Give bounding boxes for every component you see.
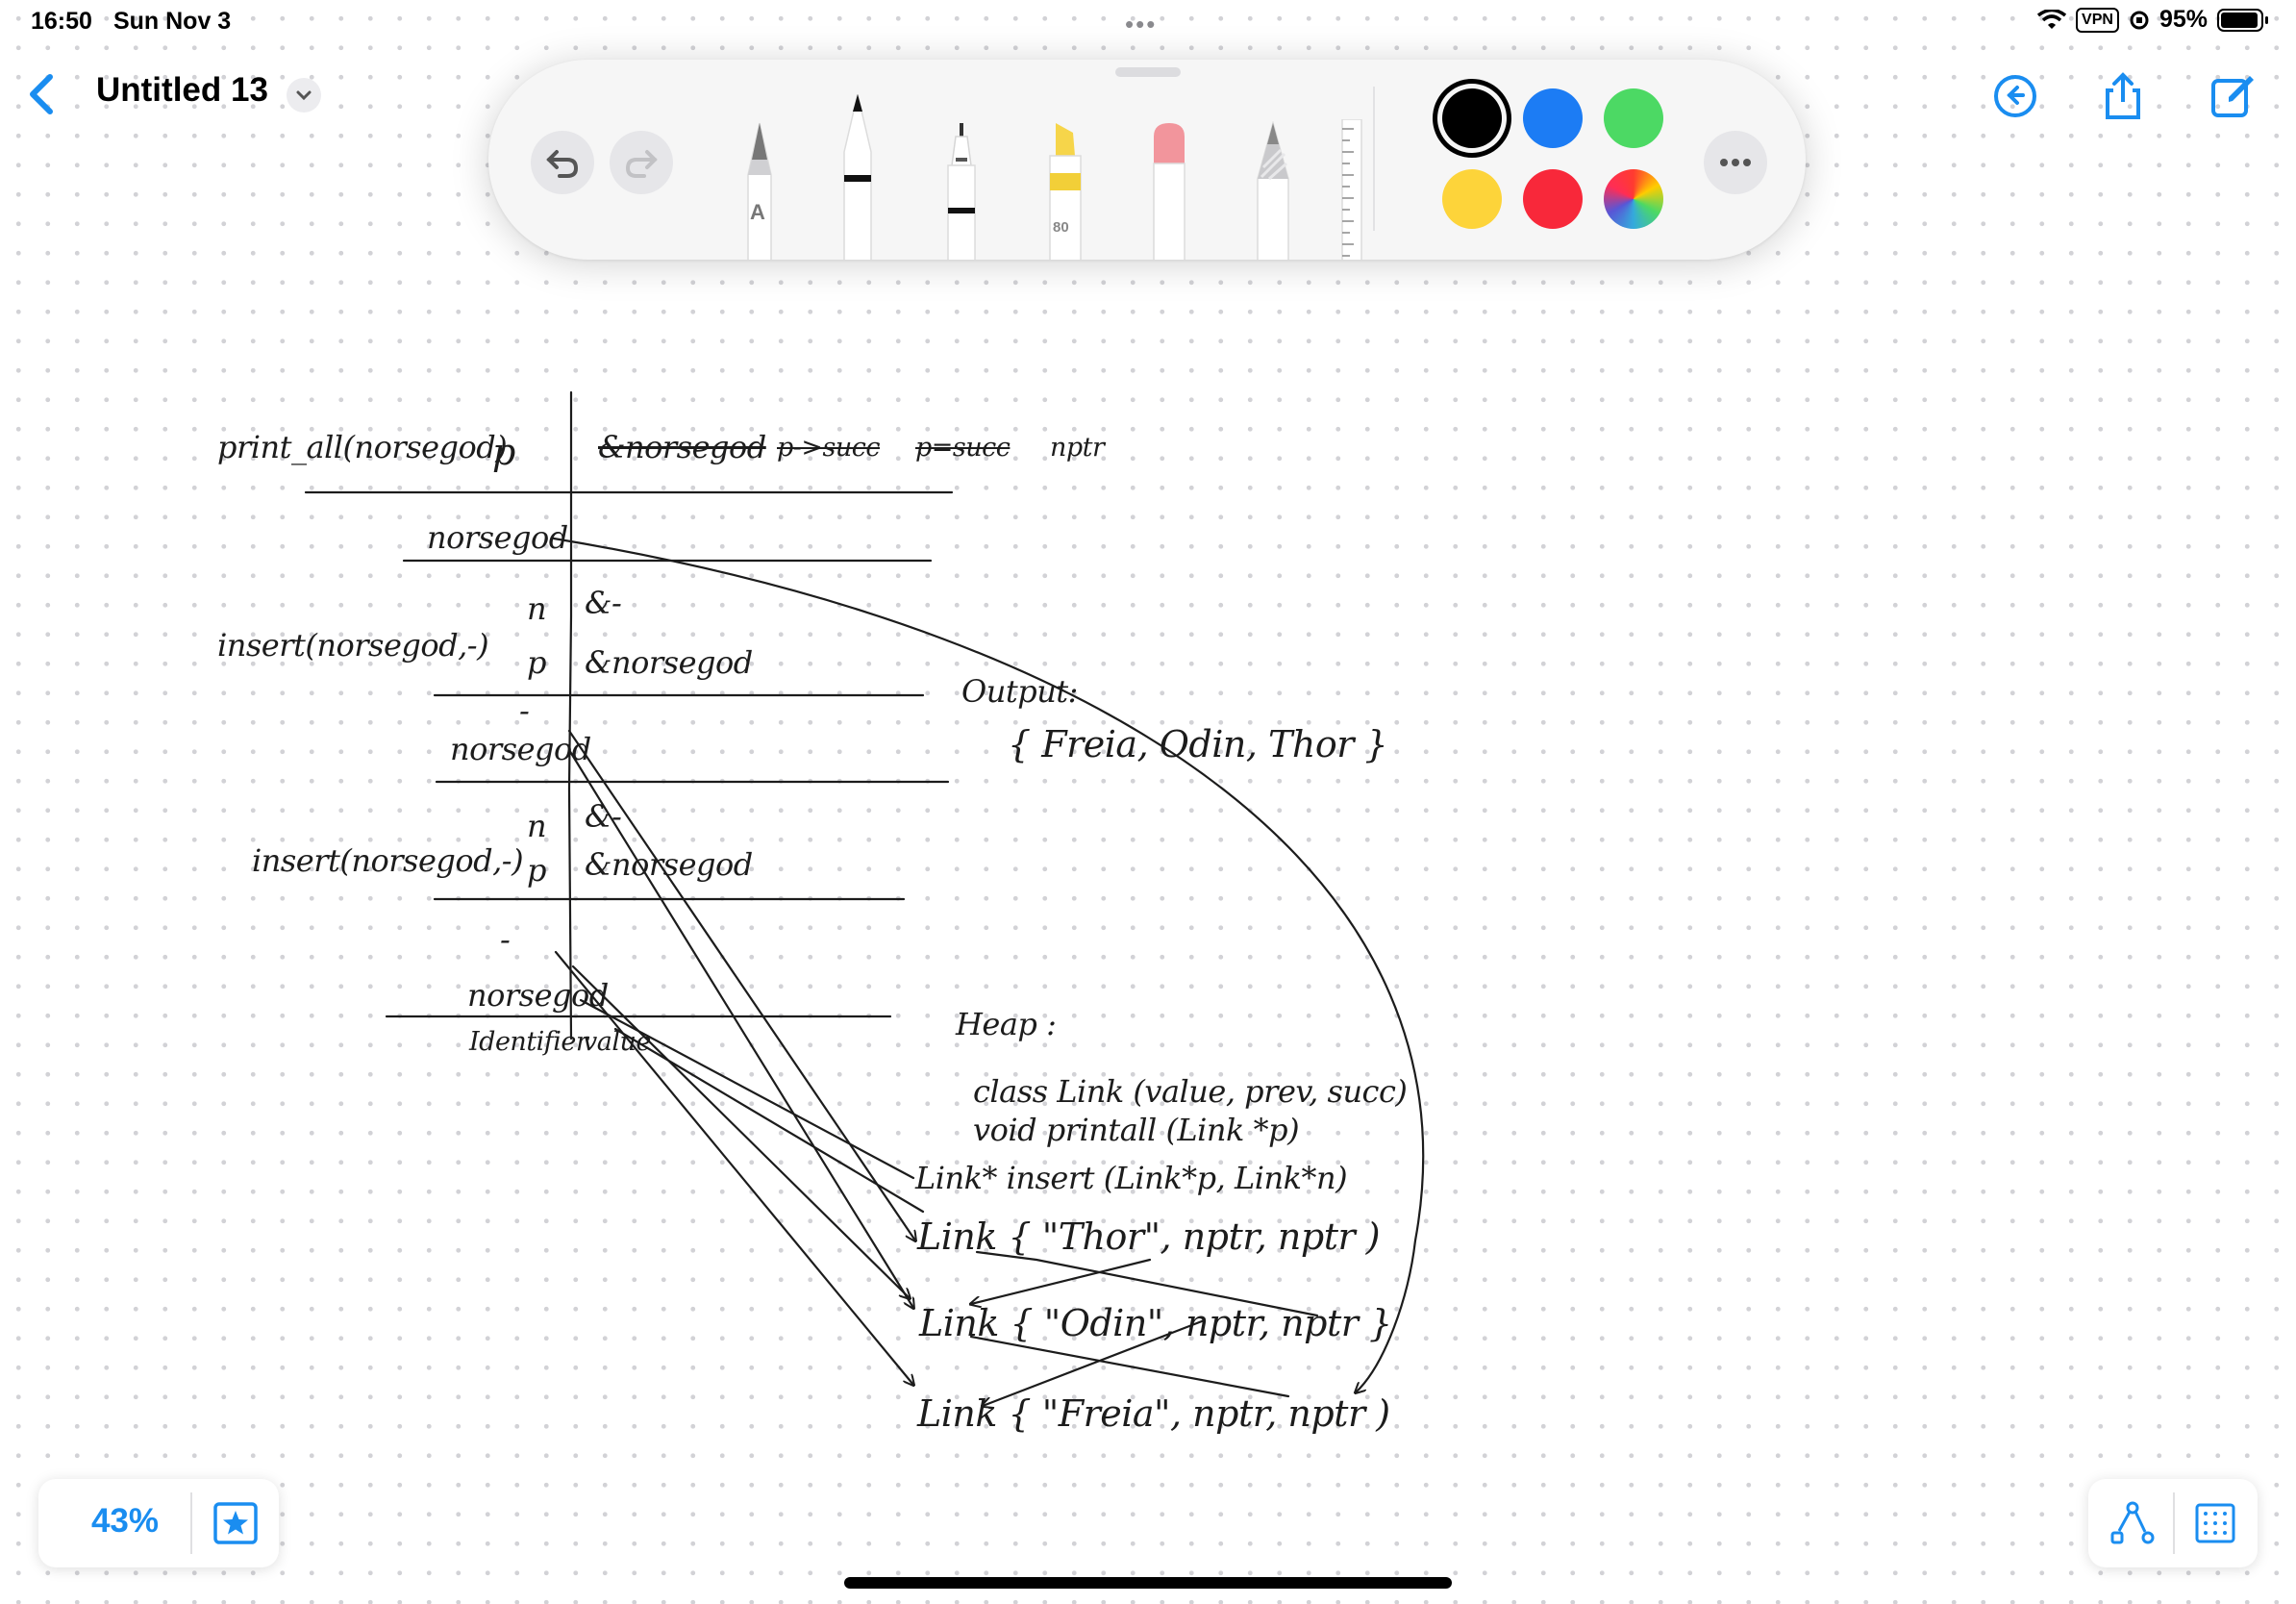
frame4-p-label: p	[527, 852, 546, 889]
frame3-norsegod: norsegod	[450, 731, 591, 767]
status-bar-left: 16:50 Sun Nov 3	[31, 8, 231, 36]
favorite-star-icon[interactable]	[213, 1502, 258, 1544]
connector-icon[interactable]	[2109, 1500, 2156, 1546]
legend-identifier: Identifier	[469, 1027, 588, 1057]
frame4-p-value: &norsegod	[585, 846, 753, 883]
chevron-down-icon	[296, 90, 312, 101]
frame5-norsegod: norsegod	[467, 977, 609, 1014]
frame2-p-value: &norsegod	[585, 644, 753, 681]
marker-icon	[1049, 123, 1082, 260]
eraser-tool[interactable]	[1148, 123, 1190, 260]
color-swatch-black[interactable]	[1442, 88, 1502, 148]
heap-link-freia: Link { "Freia", nptr, nptr )	[917, 1392, 1390, 1435]
status-bar-right: VPN 95%	[2037, 6, 2268, 34]
orientation-lock-icon	[2130, 11, 2149, 29]
marker-tool[interactable]: 80	[1044, 123, 1086, 260]
monoline-pen-tool[interactable]: A	[740, 121, 779, 260]
heap-link-thor: Link { "Thor", nptr, nptr )	[917, 1216, 1381, 1258]
title-menu-button[interactable]	[287, 78, 321, 113]
color-swatch-green[interactable]	[1604, 88, 1663, 148]
color-swatch-red[interactable]	[1523, 169, 1583, 229]
drawing-toolbar: A 80	[488, 60, 1806, 260]
fineliner-icon	[947, 123, 976, 260]
share-icon[interactable]	[2096, 69, 2150, 123]
wifi-icon	[2037, 9, 2067, 29]
canvas-tools-control	[2088, 1479, 2258, 1567]
document-title[interactable]: Untitled 13	[96, 71, 268, 109]
color-picker-wheel[interactable]	[1604, 169, 1663, 229]
zoom-control: 43%	[38, 1479, 279, 1567]
frame0-p-value-struck: &norsegod	[598, 429, 766, 465]
pen-tool[interactable]	[836, 93, 879, 260]
frame2-n-label: n	[527, 590, 547, 627]
frame0-function: print_all(norsegod)	[217, 429, 508, 465]
zoom-separator	[190, 1492, 192, 1554]
more-options-button[interactable]	[1704, 131, 1767, 194]
ellipsis-icon	[1720, 159, 1751, 166]
redo-icon	[625, 150, 658, 178]
eraser-icon	[1153, 123, 1185, 260]
redo-button[interactable]	[610, 131, 673, 194]
pencil-tool[interactable]	[1252, 120, 1294, 260]
heap-link-odin: Link { "Odin", nptr, nptr }	[919, 1302, 1392, 1344]
output-text: { Freia, Odin, Thor }	[1008, 723, 1388, 765]
undo-icon	[546, 150, 579, 178]
frame2-p-label: p	[527, 644, 546, 681]
fineliner-tool[interactable]	[942, 123, 981, 260]
frame2-n-value: &-	[585, 585, 622, 621]
color-swatch-yellow[interactable]	[1442, 169, 1502, 229]
battery-percent: 95%	[2159, 6, 2208, 33]
frame4-n-value: &-	[585, 798, 622, 835]
heap-line-class: class Link (value, prev, succ)	[973, 1073, 1408, 1110]
frame2-function: insert(norsegod,-)	[217, 627, 489, 664]
heap-line-insert: Link* insert (Link*p, Link*n)	[915, 1160, 1348, 1196]
pencil-icon	[1257, 120, 1289, 260]
status-date: Sun Nov 3	[112, 8, 232, 35]
ruler-tool[interactable]	[1340, 118, 1363, 260]
monoline-pen-label: A	[750, 200, 765, 224]
back-chevron-icon[interactable]	[21, 69, 60, 119]
legend-value: value	[583, 1027, 651, 1057]
status-time: 16:50	[31, 8, 92, 35]
vpn-badge: VPN	[2076, 7, 2119, 33]
ruler-icon	[1341, 118, 1362, 260]
home-indicator[interactable]	[844, 1577, 1452, 1589]
frame2-dash: -	[519, 692, 530, 729]
toolbar-grabber[interactable]	[1115, 67, 1181, 77]
pen-icon	[843, 93, 872, 260]
tools-separator	[2173, 1492, 2175, 1554]
frame0-nptr: nptr	[1050, 433, 1105, 463]
frame0-p-label: p	[492, 431, 515, 473]
frame4-dash: -	[500, 921, 511, 958]
frame1-norsegod: norsegod	[427, 519, 568, 556]
frame4-function: insert(norsegod,-)	[252, 842, 524, 879]
grid-icon[interactable]	[2194, 1502, 2236, 1544]
heap-line-printall: void printall (Link *p)	[973, 1112, 1300, 1148]
zoom-level[interactable]: 43%	[90, 1502, 160, 1540]
frame0-psucc-struck-2: p=succ	[915, 433, 1011, 463]
heap-label: Heap :	[956, 1006, 1057, 1042]
marker-size-label: 80	[1053, 219, 1069, 236]
toolbar-divider	[1373, 87, 1375, 231]
compose-icon[interactable]	[2206, 69, 2259, 123]
battery-icon	[2217, 8, 2268, 32]
multitasking-dots[interactable]: •••	[1125, 10, 1158, 38]
frame0-psucc-struck-1: p->succ	[777, 433, 881, 463]
undo-button[interactable]	[531, 131, 594, 194]
color-swatch-blue[interactable]	[1523, 88, 1583, 148]
output-label: Output:	[961, 673, 1078, 710]
history-icon[interactable]	[1988, 69, 2042, 123]
frame4-n-label: n	[527, 808, 547, 844]
monoline-pen-icon	[747, 122, 772, 260]
